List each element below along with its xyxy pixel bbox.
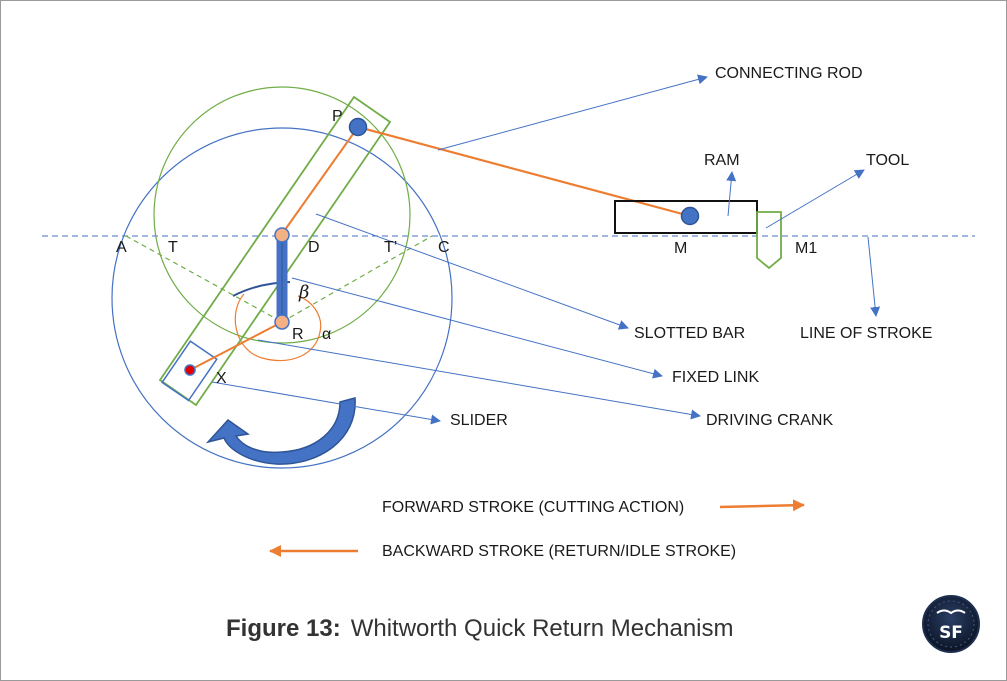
callout-line-driving-crank (257, 339, 701, 420)
label-t: T (168, 239, 178, 256)
pin-p (348, 117, 368, 137)
callout-fixed-link: FIXED LINK (672, 369, 759, 386)
legend-backward: BACKWARD STROKE (RETURN/IDLE STROKE) (382, 543, 736, 560)
logo-badge (922, 595, 980, 653)
bar-line (281, 126, 359, 235)
label-beta: β (298, 282, 309, 303)
ram-pin (680, 206, 700, 226)
label-m1: M1 (795, 240, 817, 257)
rotation-arrow-icon (205, 397, 356, 465)
callout-line-fixed-link (291, 277, 663, 379)
callout-line-tool (765, 169, 865, 229)
figure-caption: Figure 13: Whitworth Quick Return Mechani… (226, 615, 733, 642)
connecting-rod-circle (153, 86, 411, 344)
slotted-bar (158, 95, 392, 407)
legend-forward-arrow (719, 499, 805, 512)
callout-line-slotted-bar (315, 213, 629, 330)
slider-pin (184, 364, 196, 376)
pin-d (274, 227, 290, 243)
callout-driving-crank: DRIVING CRANK (706, 412, 833, 429)
label-x: X (216, 370, 227, 387)
callout-line-slider (211, 381, 441, 425)
callout-slotted-bar: SLOTTED BAR (634, 325, 745, 342)
tool (756, 211, 782, 270)
crank-line (189, 321, 283, 371)
label-alpha: α (322, 326, 331, 343)
label-r: R (292, 326, 304, 343)
alpha-angle-curve (234, 293, 322, 362)
crank-circle (111, 127, 453, 469)
callout-ram: RAM (704, 152, 740, 169)
callout-line-line-of-stroke (867, 236, 881, 317)
callout-tool: TOOL (866, 152, 909, 169)
dashed-line-c (281, 235, 433, 323)
callout-line-of-stroke: LINE OF STROKE (800, 325, 932, 342)
logo-book-icon (936, 609, 966, 615)
logo-text: SF (939, 623, 963, 643)
callout-slider: SLIDER (450, 412, 508, 429)
callout-connecting-rod: CONNECTING ROD (715, 65, 863, 82)
logo-badge-ring (927, 600, 975, 648)
label-d: D (308, 239, 320, 256)
caption-title: Whitworth Quick Return Mechanism (351, 615, 734, 642)
label-a: A (116, 239, 127, 256)
ram-arrow (726, 171, 737, 217)
label-m: M (674, 240, 687, 257)
slider-block (161, 340, 218, 402)
dashed-line-a (125, 235, 283, 323)
legend-forward: FORWARD STROKE (CUTTING ACTION) (382, 499, 684, 516)
connecting-rod (357, 125, 691, 218)
pin-r (274, 314, 290, 330)
label-t-prime: T’ (384, 239, 397, 256)
callout-line-connecting-rod (437, 74, 708, 151)
label-c: C (438, 239, 450, 256)
caption-number: Figure 13: (226, 615, 341, 642)
label-p: P (332, 108, 343, 125)
